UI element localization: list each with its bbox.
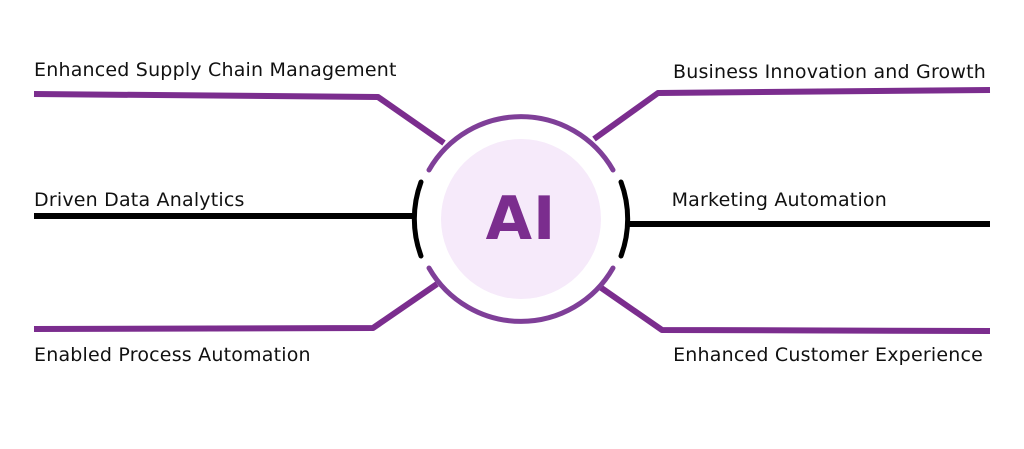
- connector-bottom-right: [598, 284, 991, 334]
- branch-label-bottom-right: Enhanced Customer Experience: [673, 344, 983, 366]
- connector-top-left: [33, 91, 446, 146]
- branch-label-middle-left: Driven Data Analytics: [34, 189, 245, 211]
- connector-bottom-left: [33, 281, 439, 332]
- ring-arc-right: [618, 179, 631, 259]
- center-disc: [441, 139, 601, 299]
- branch-label-middle-right: Marketing Automation: [671, 189, 887, 211]
- branch-label-top-right: Business Innovation and Growth: [672, 61, 986, 83]
- ring-arc-bottom: [426, 265, 616, 324]
- branch-label-top-left: Enhanced Supply Chain Management: [34, 59, 397, 81]
- center-ai-label: AI: [485, 184, 557, 254]
- ring-arc-left: [411, 179, 424, 259]
- connector-top-right: [592, 87, 991, 142]
- ring-arc-top: [426, 114, 616, 173]
- branch-label-bottom-left: Enabled Process Automation: [34, 344, 311, 366]
